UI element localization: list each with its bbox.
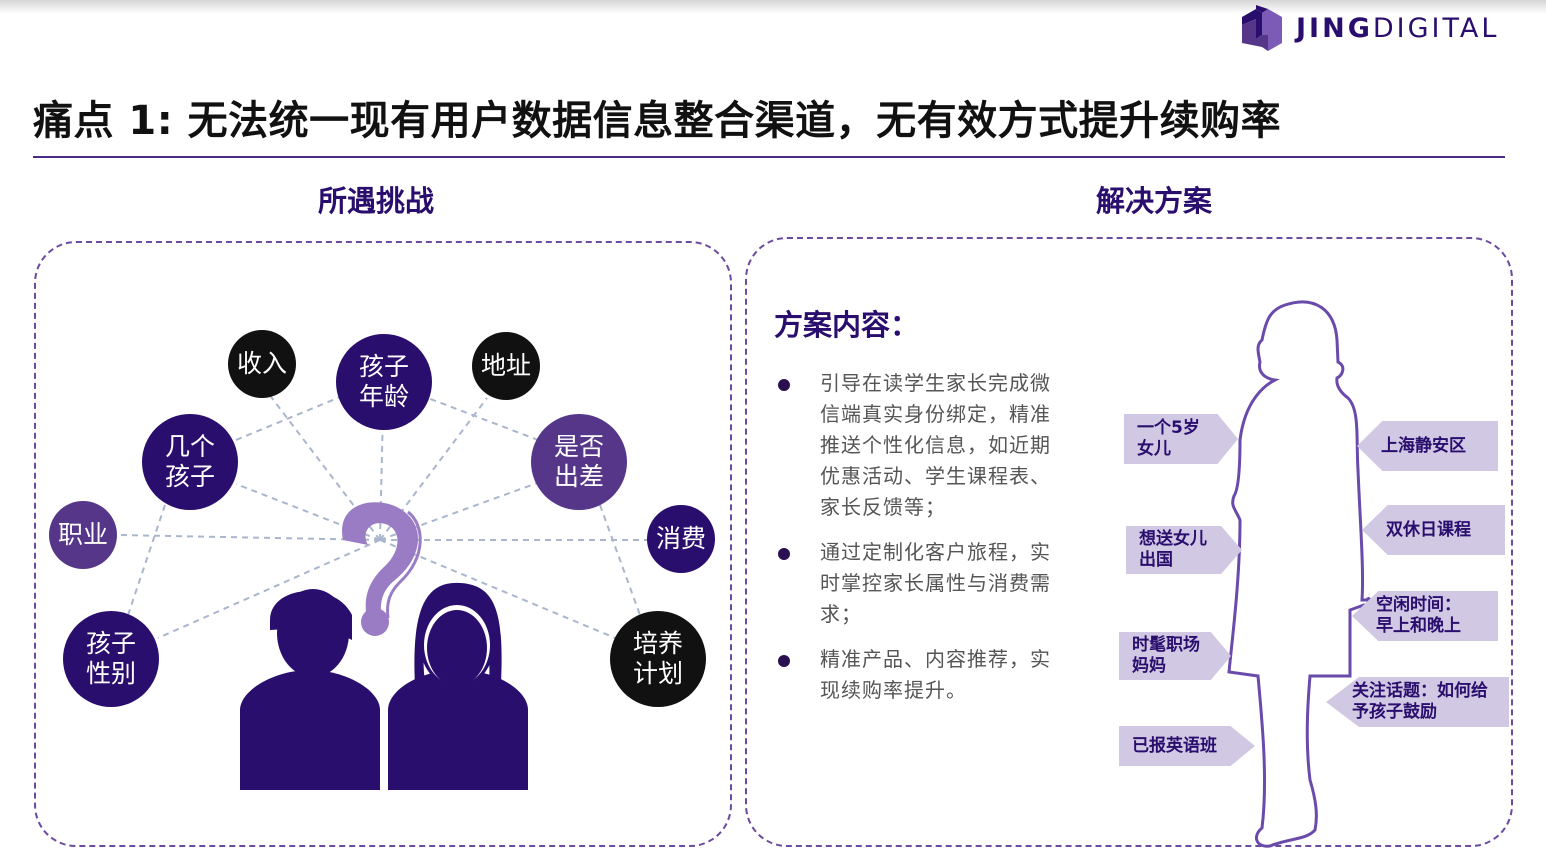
tag-working-mom: 时髦职场 妈妈: [1119, 632, 1231, 680]
logo-mark-icon: [1242, 5, 1282, 51]
challenges-panel: [34, 241, 732, 847]
woman-outline-icon: [1227, 300, 1372, 848]
title-divider: [33, 156, 1505, 158]
tag-weekend-course: 双休日课程: [1362, 505, 1505, 555]
tag-location: 上海静安区: [1357, 421, 1498, 471]
top-shadow: [0, 0, 1546, 14]
jingdigital-logo: JINGDIGITAL: [1242, 4, 1499, 52]
bubble-consumption: 消费: [647, 505, 715, 573]
bubble-business-trip: 是否 出差: [531, 414, 627, 510]
question-mark-icon: [342, 502, 422, 636]
list-item: 引导在读学生家长完成微信端真实身份绑定，精准推送个性化信息，如近期优惠活动、学生…: [778, 368, 1068, 523]
solution-panel: [745, 237, 1513, 847]
bubble-address: 地址: [472, 332, 540, 400]
list-item: 通过定制化客户旅程，实时掌控家长属性与消费需求；: [778, 537, 1068, 630]
bubble-occupation: 职业: [49, 501, 117, 569]
tag-english-class: 已报英语班: [1119, 726, 1255, 766]
tag-daughter-age: 一个5岁 女儿: [1124, 414, 1238, 464]
bubble-child-gender: 孩子 性别: [63, 611, 159, 707]
solution-bullet-list: 引导在读学生家长完成微信端真实身份绑定，精准推送个性化信息，如近期优惠活动、学生…: [778, 368, 1068, 720]
bubble-num-children: 几个 孩子: [142, 414, 238, 510]
page-title: 痛点 1: 无法统一现有用户数据信息整合渠道，无有效方式提升续购率: [33, 98, 1282, 144]
bullet-dot-icon: [778, 548, 790, 560]
bullet-dot-icon: [778, 655, 790, 667]
tag-free-time: 空闲时间： 早上和晚上: [1352, 591, 1498, 641]
solution-heading: 解决方案: [1096, 184, 1213, 218]
challenges-heading: 所遇挑战: [318, 184, 435, 218]
bubble-education-plan: 培养 计划: [610, 611, 706, 707]
tag-study-abroad: 想送女儿 出国: [1126, 526, 1242, 574]
solution-content-title: 方案内容：: [774, 308, 920, 342]
bubble-child-age: 孩子 年龄: [336, 334, 432, 430]
bullet-dot-icon: [778, 379, 790, 391]
tag-topics: 关注话题：如何给 予孩子鼓励: [1326, 677, 1509, 727]
list-item: 精准产品、内容推荐，实现续购率提升。: [778, 644, 1068, 706]
bubble-income: 收入: [228, 330, 296, 398]
logo-wordmark: JINGDIGITAL: [1296, 12, 1500, 44]
